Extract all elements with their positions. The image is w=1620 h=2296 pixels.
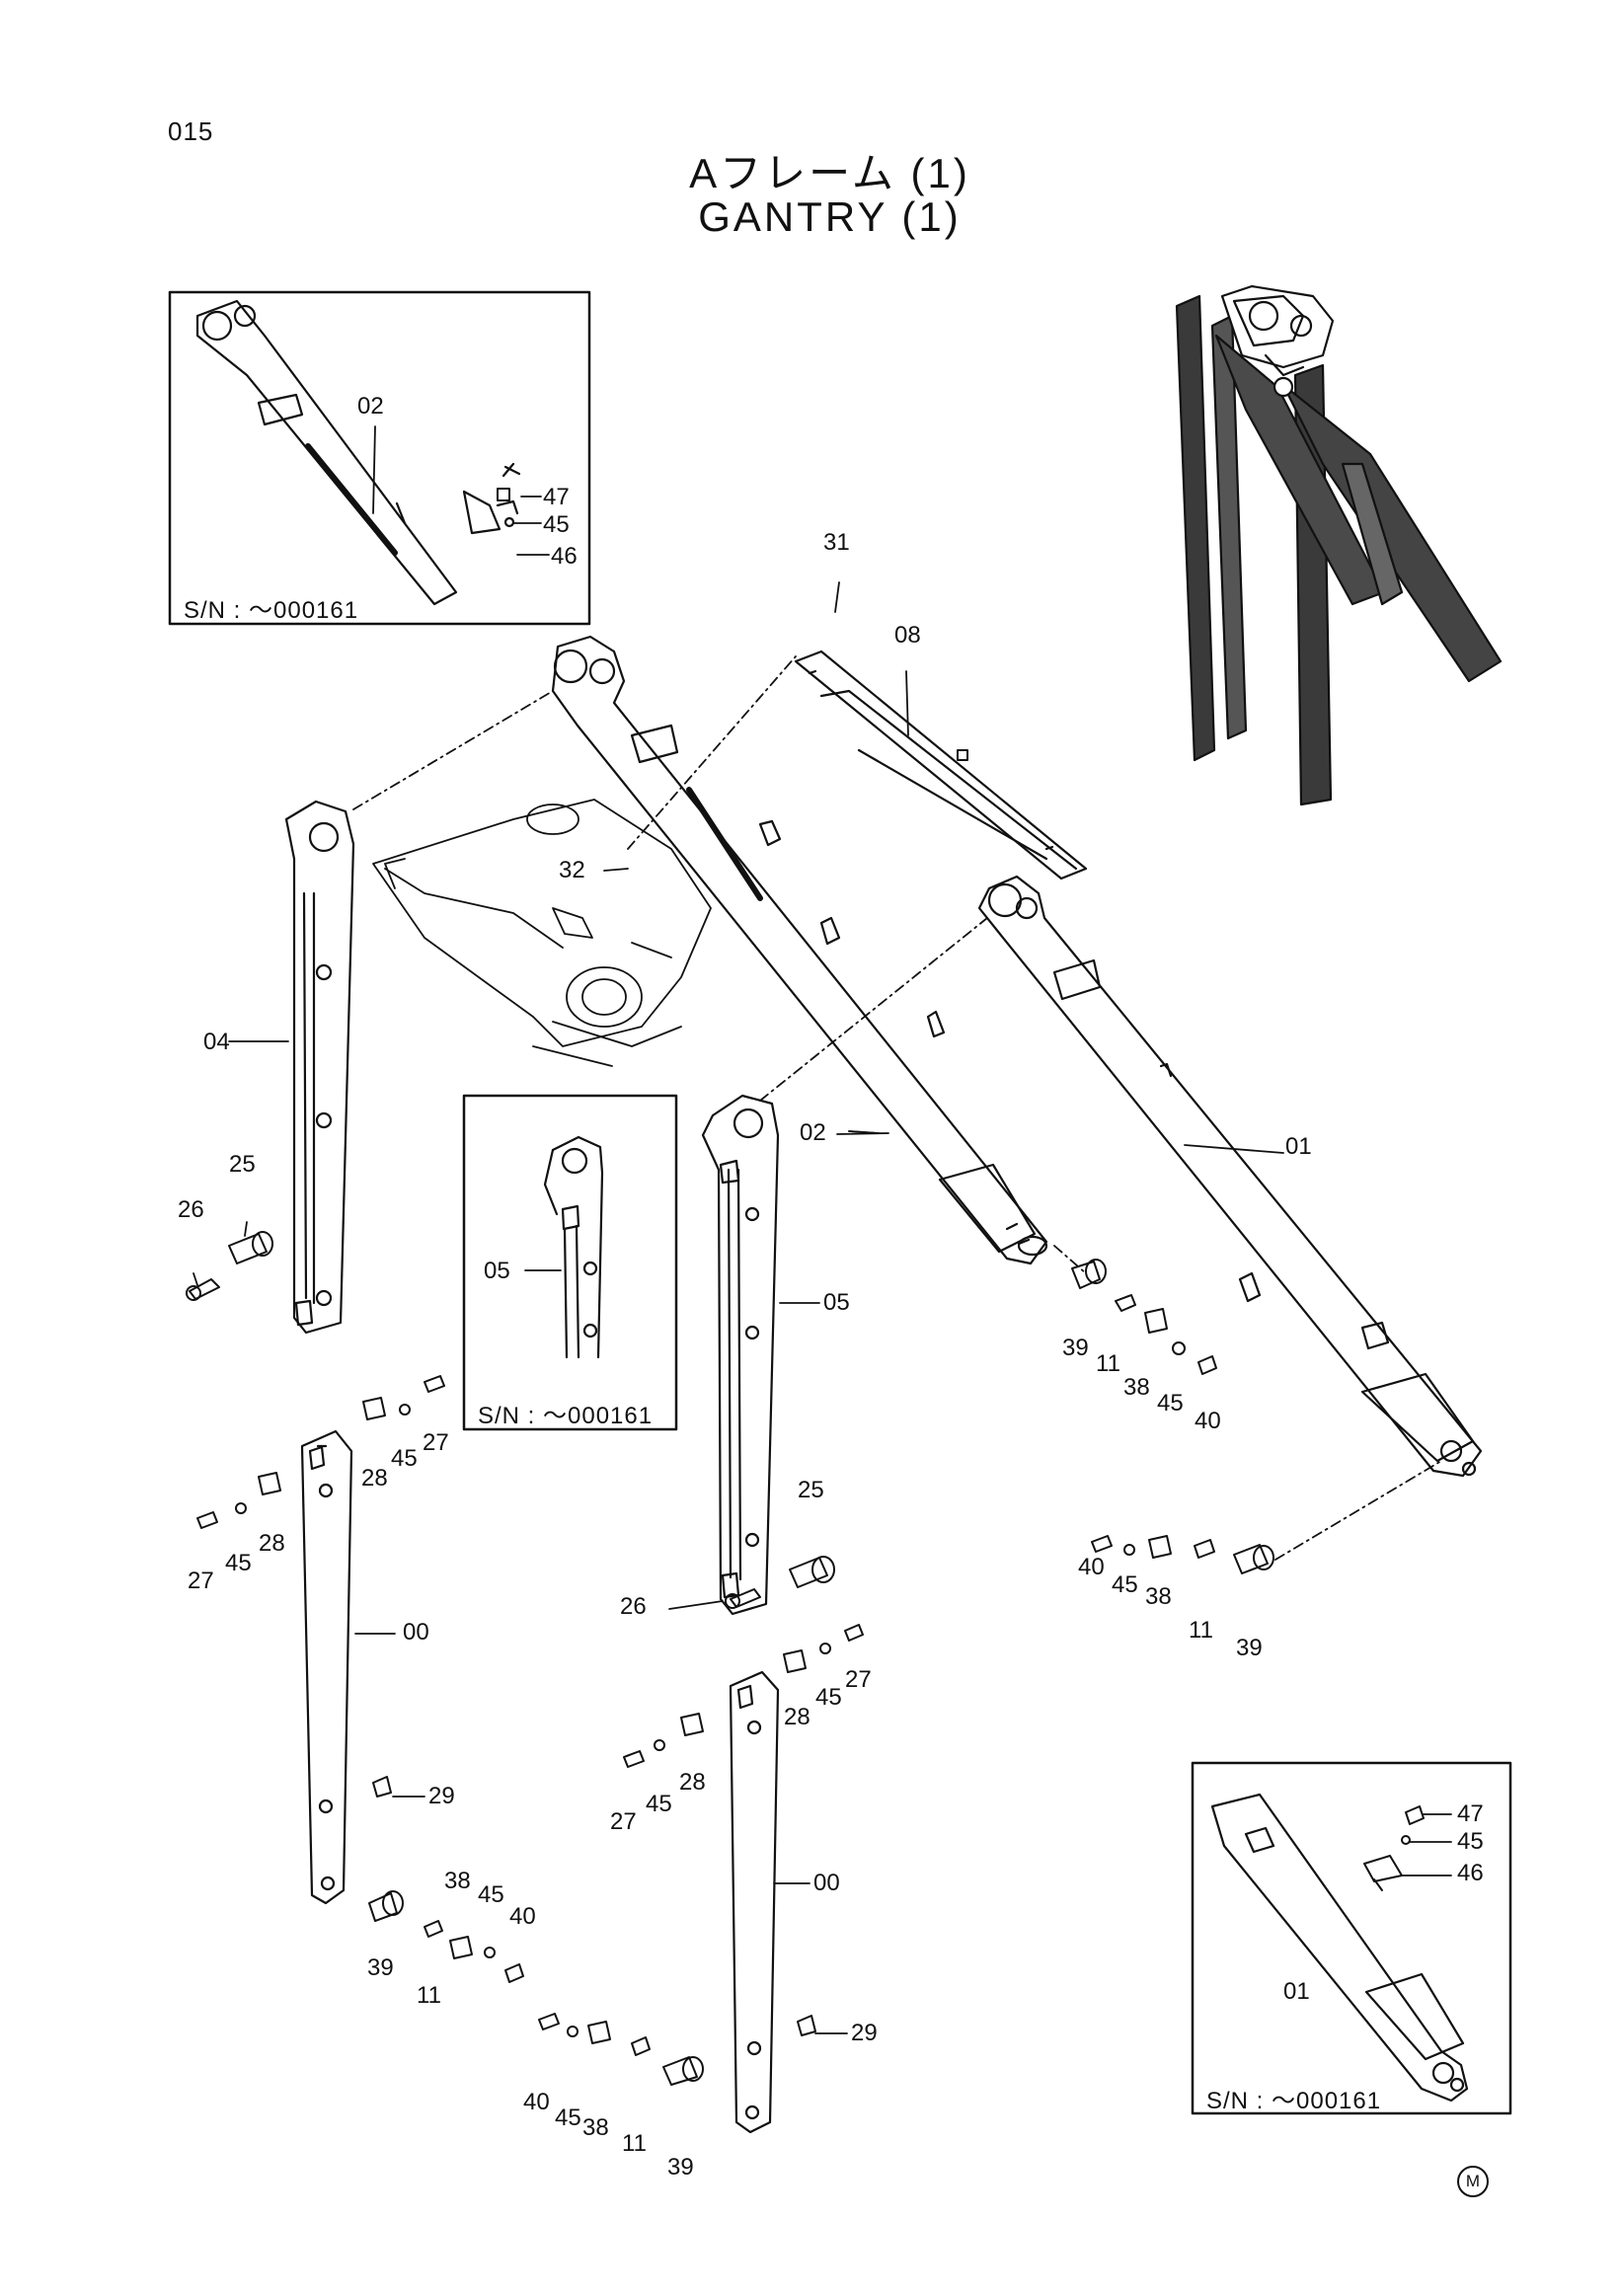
serial-note-inset3: S/N : ～000161	[1206, 2088, 1382, 2114]
callout-29-right: 29	[851, 2020, 878, 2046]
callout-02-inset: 02	[357, 393, 384, 420]
callout-45-c: 45	[225, 1550, 252, 1576]
callout-11-d: 11	[622, 2130, 647, 2157]
callout-45-f: 45	[646, 1791, 672, 1817]
callout-45-d: 45	[1112, 1571, 1138, 1598]
callout-25-left: 25	[229, 1151, 256, 1178]
callout-45-g: 45	[478, 1881, 504, 1908]
callout-47-inset: 47	[543, 484, 570, 510]
callout-26-mid: 26	[620, 1593, 647, 1620]
callout-02-main: 02	[800, 1119, 826, 1146]
callout-27-c: 27	[845, 1666, 872, 1693]
callout-27-d: 27	[610, 1808, 637, 1835]
callout-45-h: 45	[555, 2105, 581, 2131]
callout-39-b: 39	[1236, 1635, 1263, 1661]
inset3-arm-drawing	[1210, 1793, 1469, 2103]
callout-28-d: 28	[679, 1769, 706, 1796]
callout-45-e: 45	[815, 1684, 842, 1711]
arm-02-main-drawing	[551, 635, 1048, 1265]
serial-note-inset2: S/N : ～000161	[478, 1403, 654, 1429]
footer-circled-mark: M	[1457, 2166, 1489, 2197]
callout-29-left: 29	[428, 1783, 455, 1809]
callout-40-c: 40	[509, 1903, 536, 1930]
callout-45-a: 45	[1157, 1390, 1184, 1416]
callout-31: 31	[823, 529, 850, 556]
plate-08-drawing	[794, 650, 1088, 880]
callout-45-inset2: 45	[1457, 1828, 1484, 1855]
callout-38-c: 38	[444, 1868, 471, 1894]
callout-46-inset: 46	[551, 543, 578, 570]
callout-39-c: 39	[367, 1954, 394, 1981]
callout-01-inset2: 01	[1283, 1978, 1310, 2005]
arm-01-drawing	[977, 875, 1483, 1478]
callout-26-left: 26	[178, 1196, 204, 1223]
callout-27-b: 27	[188, 1568, 214, 1594]
callout-40-d: 40	[523, 2089, 550, 2115]
callout-05-main: 05	[823, 1289, 850, 1316]
callout-38-a: 38	[1123, 1374, 1150, 1401]
callout-38-b: 38	[1145, 1583, 1172, 1610]
callout-11-b: 11	[1189, 1617, 1213, 1644]
upper-frame-drawing	[372, 799, 712, 1067]
callout-28-c: 28	[784, 1704, 810, 1730]
callout-28-a: 28	[361, 1465, 388, 1492]
callout-25-mid: 25	[798, 1477, 824, 1503]
callout-45-inset: 45	[543, 511, 570, 538]
callout-11-c: 11	[417, 1982, 441, 2009]
callout-05-inset: 05	[484, 1258, 510, 1284]
link-04-drawing	[284, 800, 355, 1335]
callout-01-main: 01	[1285, 1133, 1312, 1160]
callout-32: 32	[559, 857, 585, 883]
inset1-leaders	[372, 425, 550, 556]
title-japanese: Aフレーム (1)	[689, 150, 970, 196]
page-number: 015	[168, 116, 214, 146]
inset-box-middle	[462, 1094, 678, 1431]
callout-38-d: 38	[582, 2114, 609, 2141]
callout-46-inset2: 46	[1457, 1860, 1484, 1886]
callout-39-a: 39	[1062, 1335, 1089, 1361]
callout-08: 08	[894, 622, 921, 649]
link-00-right-drawing	[729, 1670, 780, 2134]
callout-40-a: 40	[1195, 1408, 1221, 1434]
callout-47-inset2: 47	[1457, 1800, 1484, 1827]
inset-box-bottom-right	[1191, 1761, 1512, 2115]
perspective-gantry-3d-view	[1175, 284, 1503, 806]
inset-box-top-left	[168, 290, 591, 626]
leader-lines	[193, 581, 1452, 2034]
serial-note-inset1: S/N : ～000161	[184, 597, 359, 624]
hardware-parts	[186, 1231, 1425, 2086]
callout-04: 04	[203, 1029, 230, 1055]
callout-00-left: 00	[403, 1619, 429, 1645]
callout-45-b: 45	[391, 1445, 418, 1472]
inset2-link-drawing	[524, 1135, 604, 1359]
inset1-arm-drawing	[195, 299, 521, 606]
callout-28-b: 28	[259, 1530, 285, 1557]
callout-40-b: 40	[1078, 1554, 1105, 1580]
callout-27-a: 27	[423, 1429, 449, 1456]
callout-11-a: 11	[1096, 1350, 1120, 1377]
link-05-drawing	[701, 1094, 780, 1616]
link-00-left-drawing	[300, 1429, 353, 1905]
callout-00-right: 00	[813, 1870, 840, 1896]
title-english: GANTRY (1)	[698, 193, 962, 240]
callout-39-d: 39	[667, 2154, 694, 2181]
